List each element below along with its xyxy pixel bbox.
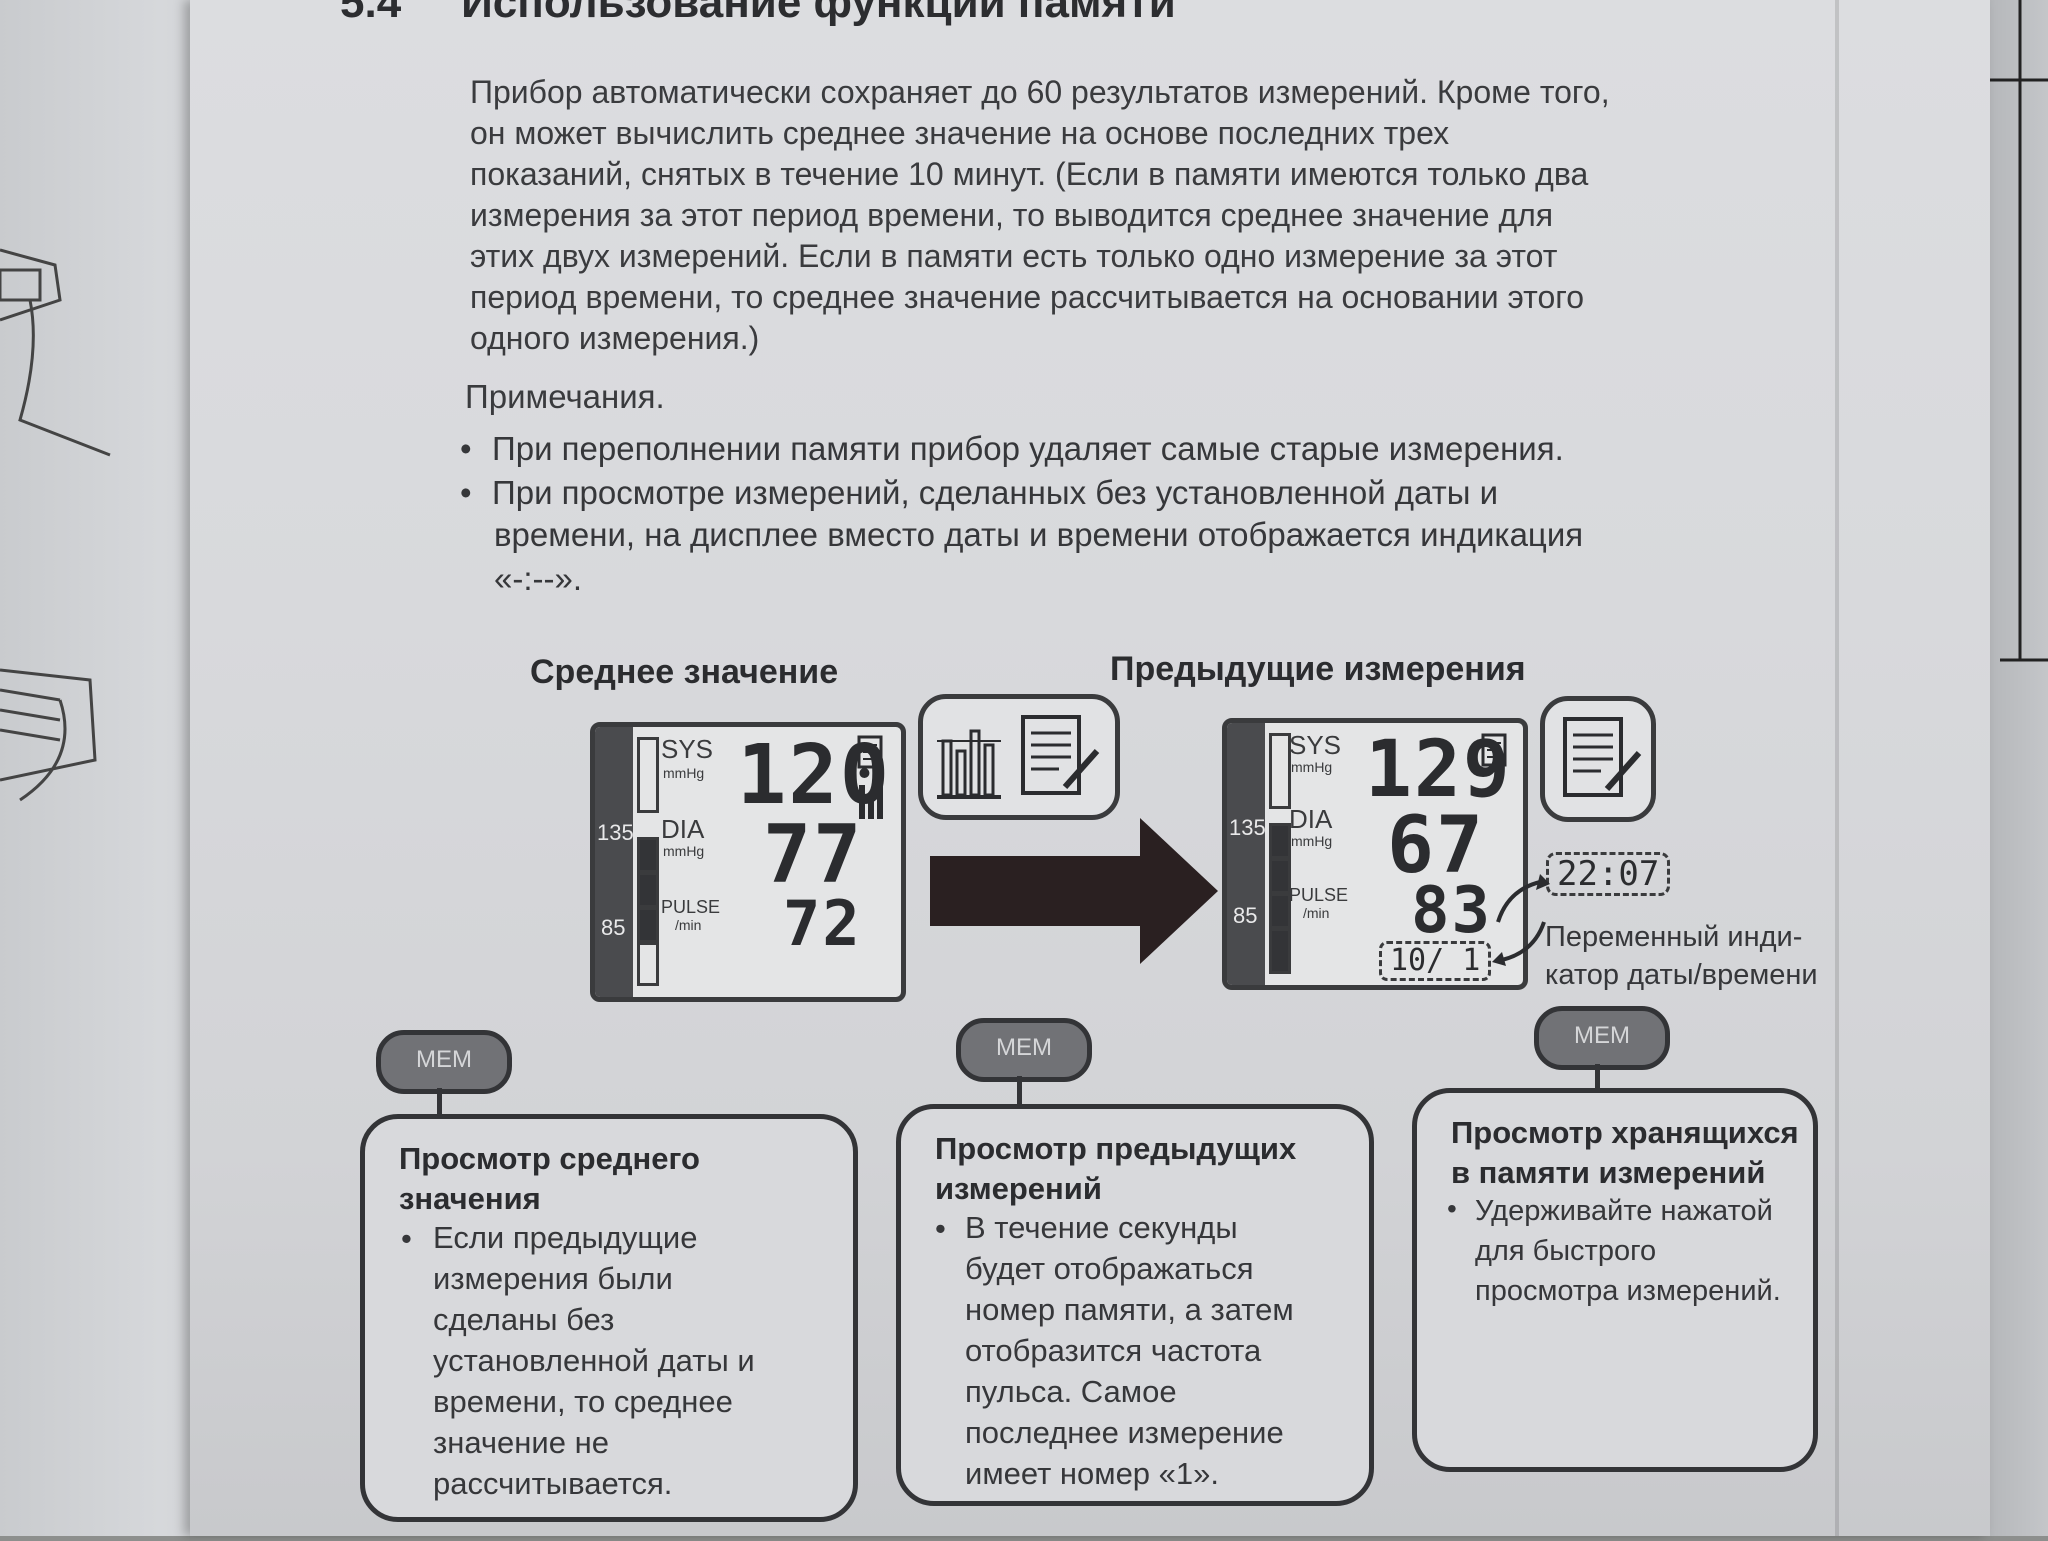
paragraph-line: период времени, то среднее значение расс… xyxy=(470,279,1584,315)
sys-unit: mmHg xyxy=(1291,759,1333,775)
legend-bubble-memory xyxy=(1540,696,1656,822)
paragraph-line: одного измерения.) xyxy=(470,320,760,356)
paragraph-line: он может вычислить среднее значение на о… xyxy=(470,115,1450,151)
pulse-value: 83 xyxy=(1411,874,1493,948)
paragraph-line: показаний, снятых в течение 10 минут. (Е… xyxy=(470,156,1589,192)
box-text: Если предыдущие измерения были сделаны б… xyxy=(433,1220,755,1501)
mem-button-right[interactable]: MEM xyxy=(1534,1006,1670,1070)
scale-bar xyxy=(1227,723,1265,985)
paragraph-line: измерения за этот период времени, то выв… xyxy=(470,197,1554,233)
dia-value: 77 xyxy=(763,808,864,901)
bullet: • xyxy=(935,1211,946,1246)
note-item-2: •При просмотре измерений, сделанных без … xyxy=(460,474,1499,511)
box-title: Просмотр хранящихся в памяти измерений xyxy=(1451,1115,1799,1190)
memory-average-icons xyxy=(857,735,883,819)
memory-number: 10/ 1 xyxy=(1379,941,1492,981)
pulse-label: PULSE xyxy=(661,897,721,917)
hand-illustration xyxy=(0,248,111,802)
dia-label: DIA xyxy=(1289,804,1333,834)
scale-segment xyxy=(1269,928,1291,974)
previous-title: Предыдущие измерения xyxy=(1110,650,1526,688)
section-heading: 5.4 Использование функции памяти xyxy=(340,0,1176,28)
memo-icon xyxy=(1021,715,1100,795)
paragraph-line: этих двух измерений. Если в памяти есть … xyxy=(470,238,1558,274)
dia-unit: mmHg xyxy=(663,843,705,859)
memo-icon xyxy=(1563,717,1642,797)
scale-segment xyxy=(637,837,659,873)
pulse-label: PULSE xyxy=(1289,885,1349,905)
scale-segment xyxy=(1269,733,1291,809)
alternate-arrows-icon xyxy=(1492,874,1550,966)
box-text: В течение секунды будет отображаться ном… xyxy=(965,1210,1294,1491)
connector-line xyxy=(1017,1076,1022,1110)
section-title: Использование функции памяти xyxy=(461,0,1176,27)
dia-unit: mmHg xyxy=(1291,833,1333,849)
info-box-average: Просмотр среднего значения • Если предыд… xyxy=(360,1114,858,1522)
time-display: 22:07 xyxy=(1546,852,1671,896)
notes-title: Примечания. xyxy=(465,378,665,415)
scale-segment xyxy=(637,737,659,813)
pulse-unit: /min xyxy=(1303,905,1330,921)
sys-unit: mmHg xyxy=(663,765,705,781)
box-title: Просмотр предыдущих измерений xyxy=(935,1131,1297,1206)
scale-segment xyxy=(1269,823,1291,859)
bullet: • xyxy=(401,1221,412,1256)
scale-high: 135 xyxy=(597,820,634,845)
mem-button-center[interactable]: MEM xyxy=(956,1018,1092,1082)
note-item-1: •При переполнении памяти прибор удаляет … xyxy=(460,430,1564,467)
scale-segment xyxy=(637,872,659,908)
box-text: Удерживайте нажатой для быстрого просмот… xyxy=(1475,1195,1781,1307)
scale-bar xyxy=(595,727,633,997)
right-arrow-icon xyxy=(930,818,1218,964)
note-item-2-line-3: «-:--». xyxy=(494,560,583,597)
memo-small-icon xyxy=(1481,733,1507,767)
average-title: Среднее значение xyxy=(530,653,839,691)
alternating-label-line-1: Переменный инди- xyxy=(1545,921,1803,953)
pulse-unit: /min xyxy=(675,917,702,933)
intro-paragraph: Прибор автоматически сохраняет до 60 рез… xyxy=(470,72,1790,359)
box-title: Просмотр среднего значения xyxy=(399,1141,700,1216)
pulse-value: 72 xyxy=(783,887,862,960)
average-display: 135 85 SYS mmHg DIA mmHg PULSE /min 120 … xyxy=(590,722,906,1002)
scale-high: 135 xyxy=(1229,815,1266,840)
alternating-label-line-2: катор даты/времени xyxy=(1545,959,1818,991)
scale-low: 85 xyxy=(601,915,626,940)
scale-segment xyxy=(637,942,659,986)
previous-display: 135 85 SYS mmHg DIA mmHg PULSE /min 129 … xyxy=(1222,718,1528,990)
dia-value: 67 xyxy=(1387,801,1485,891)
legend-bubble-average xyxy=(918,694,1120,820)
mem-button-left[interactable]: MEM xyxy=(376,1030,512,1094)
info-box-stored: Просмотр хранящихся в памяти измерений •… xyxy=(1412,1088,1818,1472)
bullet: • xyxy=(1447,1193,1457,1224)
sys-label: SYS xyxy=(1289,730,1342,760)
scale-segment xyxy=(1269,893,1291,929)
average-bars-icon xyxy=(937,729,1001,799)
paragraph-line: Прибор автоматически сохраняет до 60 рез… xyxy=(470,74,1610,110)
connector-line xyxy=(437,1088,442,1120)
scale-segment xyxy=(1269,858,1291,894)
scale-segment xyxy=(637,907,659,943)
sys-value: 129 xyxy=(1365,725,1512,815)
page-fold xyxy=(1835,0,1839,1536)
scale-low: 85 xyxy=(1233,903,1258,928)
sys-label: SYS xyxy=(661,734,714,764)
info-box-previous: Просмотр предыдущих измерений • В течени… xyxy=(896,1104,1374,1506)
note-item-2-line-2: времени, на дисплее вместо даты и времен… xyxy=(494,516,1584,553)
dia-label: DIA xyxy=(661,814,705,844)
connector-line xyxy=(1595,1064,1600,1092)
section-number: 5.4 xyxy=(340,0,402,27)
